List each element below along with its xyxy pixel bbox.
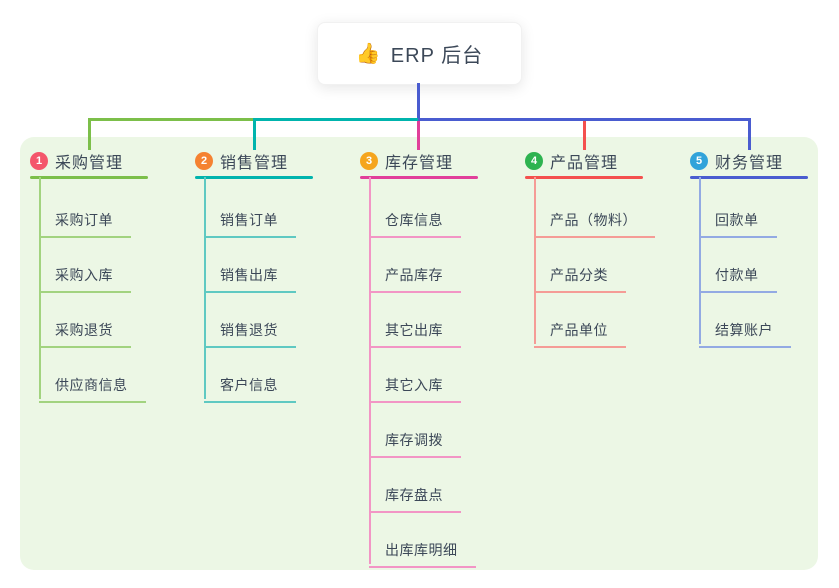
leaf-node[interactable]: 库存调拨 [369,412,461,458]
leaf-node[interactable]: 产品库存 [369,247,461,293]
branch-column-inventory: 3 库存管理 仓库信息 产品库存 其它出库 其它入库 库存调拨 库存盘点 出库库… [350,0,500,588]
branch-underline [195,176,313,179]
leaf-node[interactable]: 库存盘点 [369,467,461,513]
leaf-node[interactable]: 结算账户 [699,302,791,348]
connector-horizontal-green [88,118,255,121]
branch-number-badge: 3 [360,152,378,170]
connector-drop-branch-4 [583,121,586,150]
branch-column-product: 4 产品管理 产品（物料） 产品分类 产品单位 [515,0,665,588]
mindmap-canvas-panel [20,137,818,570]
leaf-node[interactable]: 销售退货 [204,302,296,348]
leaf-node[interactable]: 产品（物料） [534,192,655,238]
branch-underline [360,176,478,179]
connector-horizontal-teal [253,118,419,121]
branch-node-product[interactable]: 4 产品管理 [525,150,618,172]
branch-node-inventory[interactable]: 3 库存管理 [360,150,453,172]
branch-tree-line [369,177,371,564]
branch-number-badge: 4 [525,152,543,170]
root-node-label: ERP 后台 [390,45,484,67]
leaf-node[interactable]: 产品分类 [534,247,626,293]
branch-title: 产品管理 [550,155,619,172]
leaf-node[interactable]: 采购入库 [39,247,131,293]
branch-title: 采购管理 [55,155,124,172]
leaf-node[interactable]: 仓库信息 [369,192,461,238]
leaf-node[interactable]: 其它出库 [369,302,461,348]
branch-column-finance: 5 财务管理 回款单 付款单 结算账户 [680,0,830,588]
branch-underline [690,176,808,179]
leaf-node[interactable]: 客户信息 [204,357,296,403]
branch-column-sales: 2 销售管理 销售订单 销售出库 销售退货 客户信息 [185,0,335,588]
branch-node-finance[interactable]: 5 财务管理 [690,150,783,172]
branch-tree-line [699,177,701,344]
leaf-node[interactable]: 回款单 [699,192,777,238]
branch-node-procurement[interactable]: 1 采购管理 [30,150,123,172]
connector-drop-branch-2 [253,118,256,150]
leaf-node[interactable]: 采购订单 [39,192,131,238]
connector-drop-branch-1 [88,118,91,150]
connector-drop-branch-3 [417,121,420,150]
branch-title: 库存管理 [385,155,454,172]
branch-number-badge: 1 [30,152,48,170]
branch-underline [525,176,643,179]
leaf-node[interactable]: 出库库明细 [369,522,476,568]
leaf-node[interactable]: 供应商信息 [39,357,146,403]
branch-number-badge: 5 [690,152,708,170]
root-connector-line [417,83,420,118]
thumbs-up-icon: 👍 [355,43,382,65]
leaf-node[interactable]: 产品单位 [534,302,626,348]
leaf-node[interactable]: 采购退货 [39,302,131,348]
leaf-node[interactable]: 其它入库 [369,357,461,403]
branch-number-badge: 2 [195,152,213,170]
branch-title: 销售管理 [220,155,289,172]
connector-drop-branch-5 [748,118,751,150]
leaf-node[interactable]: 付款单 [699,247,777,293]
branch-tree-line [39,177,41,399]
branch-title: 财务管理 [715,155,784,172]
connector-horizontal-blue [418,118,751,121]
branch-tree-line [204,177,206,399]
branch-node-sales[interactable]: 2 销售管理 [195,150,288,172]
leaf-node[interactable]: 销售出库 [204,247,296,293]
branch-underline [30,176,148,179]
root-node[interactable]: 👍 ERP 后台 [317,22,522,85]
leaf-node[interactable]: 销售订单 [204,192,296,238]
branch-column-procurement: 1 采购管理 采购订单 采购入库 采购退货 供应商信息 [20,0,170,588]
branch-tree-line [534,177,536,344]
